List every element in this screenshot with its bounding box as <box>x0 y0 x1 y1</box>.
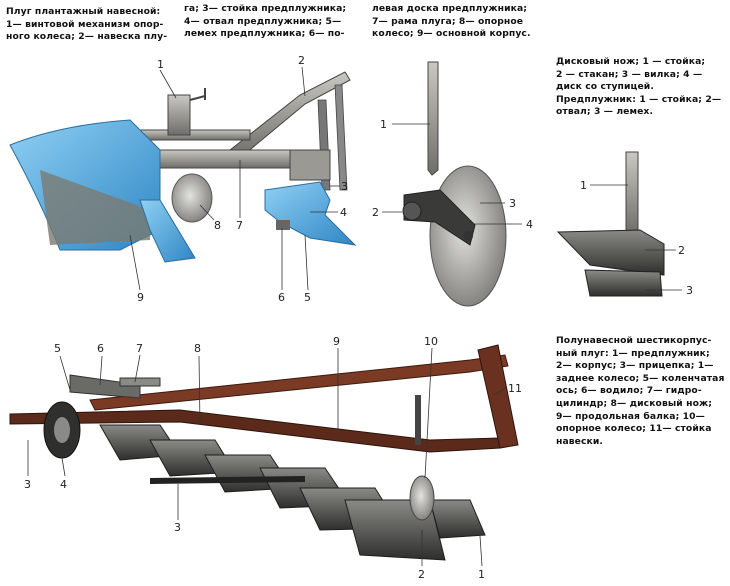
callout-8: 8 <box>214 219 221 232</box>
disc-knife-illustration: 1 2 3 4 <box>372 61 533 307</box>
callout-9: 9 <box>137 291 144 304</box>
caption-semi-mounted-plow: Полунавесной шестикорпус- ный плуг: 1— п… <box>556 335 724 448</box>
caption-plantage-plow-part2: га; 3— стойка предплужника; 4— отвал пре… <box>184 3 346 41</box>
main-share <box>139 199 196 263</box>
callout-8: 8 <box>194 342 201 355</box>
preplow <box>429 499 486 539</box>
callout-1: 1 <box>478 568 485 581</box>
mounting-post <box>477 344 519 449</box>
plow1-number-labels: 1 2 3 4 5 6 7 8 9 <box>137 54 348 304</box>
callout-3: 3 <box>509 197 516 210</box>
hydraulic-cylinder <box>119 377 161 387</box>
main-body-frame <box>40 170 150 245</box>
disc-sleeve <box>402 201 422 221</box>
leader-lines <box>590 184 682 291</box>
callout-4: 4 <box>340 206 347 219</box>
callout-4: 4 <box>60 478 67 491</box>
caption-line: заднее колесо; 5— коленчатая <box>556 372 725 384</box>
preplow-share <box>584 269 663 297</box>
callout-5: 5 <box>54 342 61 355</box>
disc-fork <box>403 189 476 246</box>
callout-2: 2 <box>298 54 305 67</box>
callout-9: 9 <box>333 335 340 348</box>
preplow-field-board <box>276 220 290 230</box>
callout-3: 3 <box>686 284 693 297</box>
six-body-plow-illustration: 5 6 7 8 9 10 11 3 4 3 2 1 <box>9 335 522 581</box>
preplow-moldboard <box>264 181 357 246</box>
callout-6: 6 <box>278 291 285 304</box>
caption-line: га; 3— стойка предплужника; <box>184 3 347 14</box>
caption-disc-knife: Дисковый нож; 1 — стойка; 2 — стакан; 3 … <box>556 56 721 119</box>
callout-2: 2 <box>678 244 685 257</box>
hitch-arm <box>229 71 351 159</box>
leader-lines <box>382 123 522 225</box>
disc-knife <box>409 475 435 521</box>
caption-plantage-plow-part1: Плуг плантажный навесной: 1— винтовой ме… <box>6 6 167 44</box>
callout-2: 2 <box>418 568 425 581</box>
callout-1: 1 <box>380 118 387 131</box>
callout-5: 5 <box>304 291 311 304</box>
caption-line: 9— продольная балка; 10— <box>556 410 705 422</box>
preplow-number-labels: 1 2 3 <box>580 179 693 297</box>
caption-line: навески. <box>556 435 604 447</box>
frame-bracket <box>289 149 331 181</box>
plow2-number-labels: 5 6 7 8 9 10 11 3 4 3 2 1 <box>24 335 522 581</box>
hitch-bar <box>150 476 305 484</box>
caption-line: Дисковый нож; 1 — стойка; <box>556 56 706 67</box>
caption-line: 4— отвал предплужника; 5— <box>184 15 342 27</box>
caption-line: ный плуг: 1— предплужник; <box>556 347 710 359</box>
screw-mechanism <box>167 94 191 136</box>
caption-line: лемех предплужника; 6— по- <box>184 28 345 40</box>
preplow-moldboard <box>556 229 665 276</box>
preplow-illustration: 1 2 3 <box>556 151 693 297</box>
disc-knife-post <box>427 61 439 176</box>
caption-line: диск со ступицей. <box>556 81 654 93</box>
callout-3: 3 <box>174 521 181 534</box>
disc-hub <box>463 231 473 241</box>
support-wheel <box>171 173 213 223</box>
caption-line: 7— рама плуга; 8— опорное <box>372 15 524 27</box>
caption-line: ось; 6— водило; 7— гидро- <box>556 385 702 397</box>
rear-wheel-hub <box>54 417 70 443</box>
caption-line: Предплужник: 1 — стойка; 2— <box>556 93 722 105</box>
caption-line: опорное колесо; 11— стойка <box>556 423 712 435</box>
caption-line: 2— корпус; 3— прицепка; 1— <box>556 360 714 372</box>
caption-line: ного колеса; 2— навеска плу- <box>6 31 168 43</box>
callout-6: 6 <box>97 342 104 355</box>
plantage-plow-illustration: 1 2 3 4 5 6 7 8 9 <box>9 54 357 304</box>
longitudinal-beam <box>89 354 509 411</box>
callout-3: 3 <box>341 180 348 193</box>
callout-2: 2 <box>372 206 379 219</box>
callout-10: 10 <box>424 335 438 348</box>
callout-7: 7 <box>236 219 243 232</box>
screw-handle <box>189 88 206 101</box>
crank-axle <box>69 374 141 399</box>
caption-line: 1— винтовой механизм опор- <box>6 18 164 30</box>
callout-1: 1 <box>580 179 587 192</box>
disc-number-labels: 1 2 3 4 <box>372 118 533 231</box>
support-wheel-post <box>415 395 421 445</box>
callout-7: 7 <box>136 342 143 355</box>
hitch-post <box>334 84 348 191</box>
leader-lines <box>27 347 506 567</box>
caption-line: цилиндр; 8— дисковый нож; <box>556 397 712 409</box>
caption-line: Плуг плантажный навесной: <box>6 6 161 17</box>
caption-line: левая доска предплужника; <box>372 3 528 14</box>
callout-1: 1 <box>157 58 164 71</box>
caption-line: Полунавесной шестикорпус- <box>556 335 712 346</box>
callout-3: 3 <box>24 478 31 491</box>
caption-plantage-plow-part3: левая доска предплужника; 7— рама плуга;… <box>372 3 531 41</box>
caption-line: отвал; 3 — лемех. <box>556 106 654 118</box>
caption-line: колесо; 9— основной корпус. <box>372 28 531 40</box>
caption-line: 2 — стакан; 3 — вилка; 4 — <box>556 68 703 80</box>
callout-11: 11 <box>508 382 522 395</box>
callout-4: 4 <box>526 218 533 231</box>
frame-beam-top <box>134 129 251 141</box>
preplow-post <box>625 151 639 235</box>
leader-lines <box>129 66 340 291</box>
